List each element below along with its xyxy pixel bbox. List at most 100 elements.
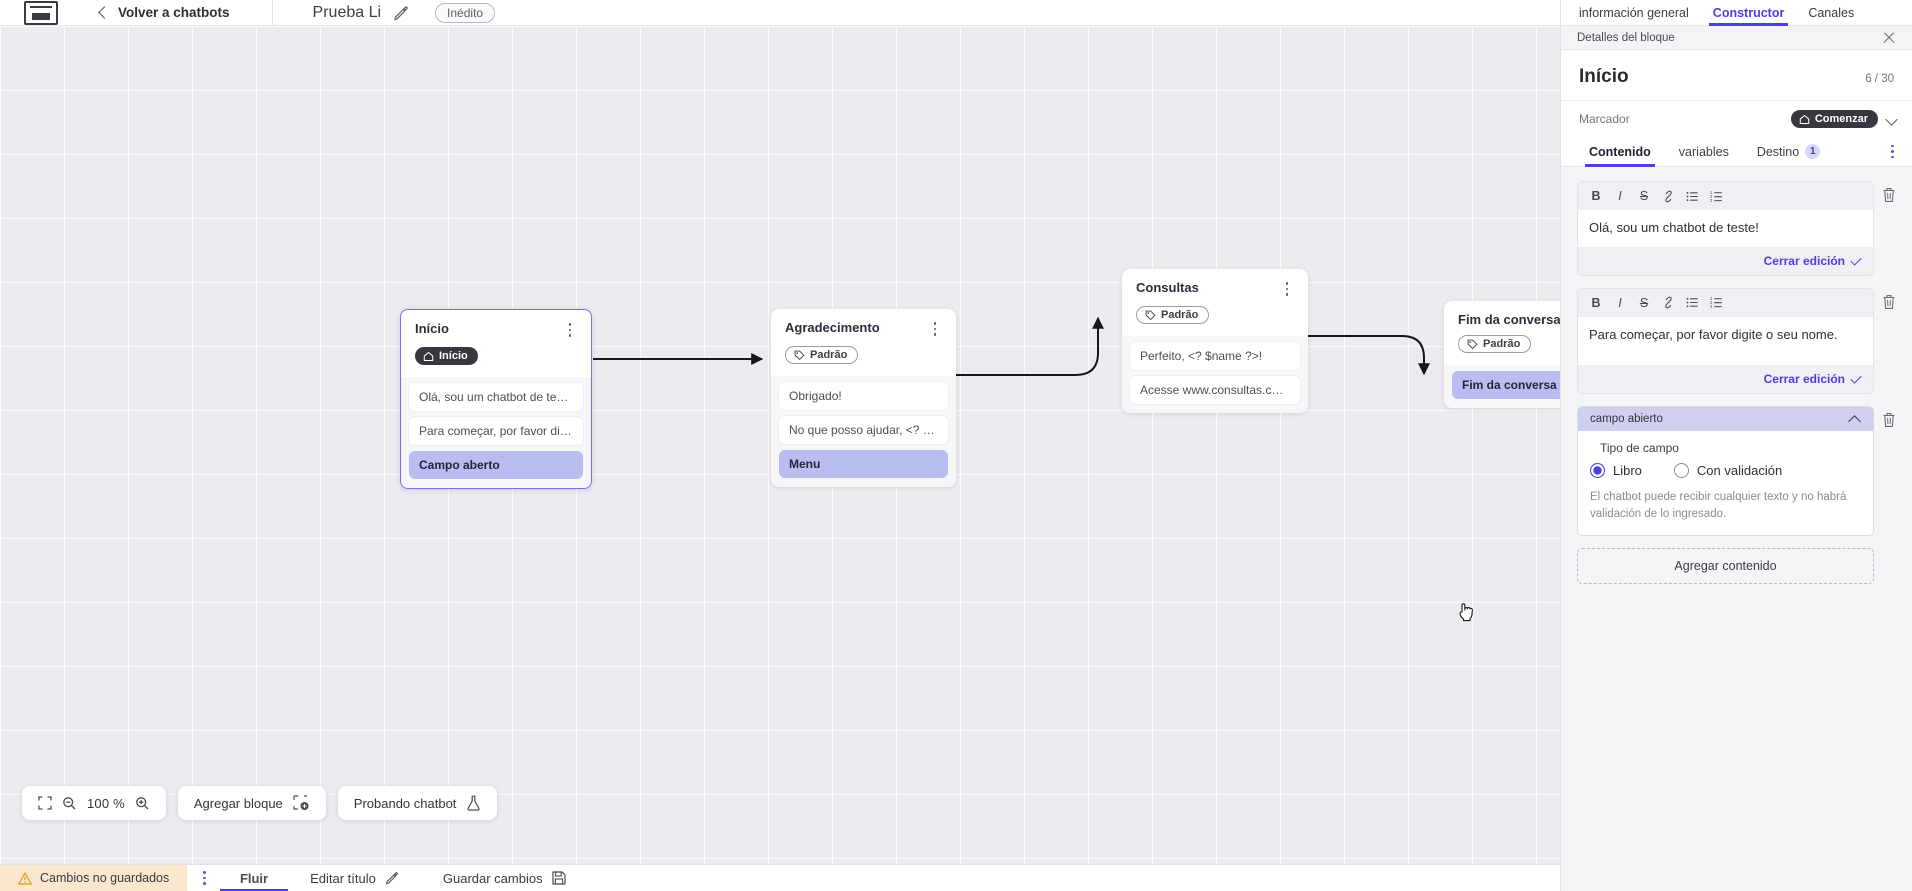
node-tag[interactable]: Início <box>415 347 478 365</box>
node-message[interactable]: Olá, sou um chatbot de teste! <box>409 382 583 411</box>
close-edit-row[interactable]: Cerrar edición <box>1578 365 1873 393</box>
chevron-left-icon[interactable] <box>96 6 110 20</box>
zoom-in-icon[interactable] <box>135 796 150 811</box>
flow-node-inicio[interactable]: Início Início Olá, sou um chatbot de tes… <box>400 309 592 489</box>
chevron-down-icon[interactable] <box>1886 113 1898 125</box>
edit-title-button[interactable]: Editar título <box>288 865 421 891</box>
bold-button[interactable]: B <box>1591 189 1601 203</box>
panel-title-row: Início 6 / 30 <box>1561 50 1912 101</box>
radio-libro[interactable]: Libro <box>1590 462 1642 478</box>
destino-count-badge: 1 <box>1805 144 1821 159</box>
node-tag[interactable]: Padrão <box>785 346 859 364</box>
bullet-list-icon[interactable] <box>1680 186 1704 206</box>
node-tag-label: Padrão <box>810 349 848 361</box>
node-tag-label: Padrão <box>1161 309 1199 321</box>
ordered-list-icon[interactable]: 1 2 3 <box>1704 293 1728 313</box>
close-edit-row[interactable]: Cerrar edición <box>1578 247 1873 275</box>
zoom-controls: 100 % <box>22 786 166 820</box>
node-message[interactable]: Menu <box>779 449 948 478</box>
app-logo-icon[interactable] <box>24 0 58 25</box>
field-help-text: El chatbot puede recibir cualquier texto… <box>1590 490 1847 520</box>
back-to-chatbots-link[interactable]: Volver a chatbots <box>118 5 230 20</box>
node-tag[interactable]: Padrão <box>1458 335 1532 353</box>
node-message[interactable]: Perfeito, <? $name ?>! <box>1130 341 1300 370</box>
tab-variables[interactable]: variables <box>1665 137 1743 167</box>
fit-screen-icon[interactable] <box>38 796 52 810</box>
kebab-menu-icon[interactable] <box>1280 280 1294 298</box>
node-message[interactable]: Acesse www.consultas.com par... <box>1130 375 1300 404</box>
trash-icon[interactable] <box>1882 294 1896 310</box>
bottom-status-bar: Cambios no guardados Fluir Editar título… <box>0 864 1560 891</box>
rich-text-toolbar: B I S <box>1578 288 1873 317</box>
node-header: Início <box>401 310 591 339</box>
tab-canales[interactable]: Canales <box>1808 5 1855 20</box>
link-icon[interactable] <box>1656 293 1680 313</box>
flow-node-fim-da-conversa[interactable]: Fim da conversa Padrão Fim da conversa <box>1444 301 1560 408</box>
svg-text:3: 3 <box>1710 304 1713 309</box>
divider <box>271 0 273 26</box>
tab-contenido[interactable]: Contenido <box>1575 137 1665 167</box>
italic-button[interactable]: I <box>1618 295 1622 310</box>
add-block-label: Agregar bloque <box>193 795 283 811</box>
italic-button[interactable]: I <box>1618 189 1622 203</box>
test-chatbot-button[interactable]: Probando chatbot <box>337 786 498 820</box>
test-chatbot-label: Probando chatbot <box>353 795 457 811</box>
status-badge: Inédito <box>435 2 496 23</box>
strikethrough-button[interactable]: S <box>1639 295 1649 310</box>
close-edit-label: Cerrar edición <box>1763 253 1845 268</box>
panel-subheader-label: Detalles del bloque <box>1577 31 1675 44</box>
marker-value-group: Comenzar <box>1790 110 1898 128</box>
panel-subheader: Detalles del bloque <box>1561 26 1912 50</box>
open-field-block: campo abierto Tipo de campo Libro <box>1577 405 1874 537</box>
svg-text:3: 3 <box>1710 197 1713 202</box>
radio-con-validacion[interactable]: Con validación <box>1673 462 1783 478</box>
kebab-menu-icon[interactable] <box>563 321 577 339</box>
close-icon[interactable] <box>1882 31 1896 45</box>
marker-row: Marcador Comenzar <box>1561 101 1912 137</box>
node-message[interactable]: Campo aberto <box>409 450 583 479</box>
bullet-list-icon[interactable] <box>1680 293 1704 313</box>
flow-node-consultas[interactable]: Consultas Padrão Perfeito, <? $name ?>! … <box>1122 269 1308 413</box>
marker-value-chip[interactable]: Comenzar <box>1790 110 1878 128</box>
trash-icon[interactable] <box>1882 187 1896 203</box>
node-message[interactable]: Fim da conversa <box>1452 370 1560 399</box>
tab-fluir[interactable]: Fluir <box>219 865 289 891</box>
field-type-options: Libro Con validación <box>1590 462 1861 478</box>
bot-title: Prueba Li <box>312 3 382 21</box>
link-icon[interactable] <box>1656 186 1680 206</box>
tab-destino[interactable]: Destino 1 <box>1743 137 1834 167</box>
content-text[interactable]: Para começar, por favor digite o seu nom… <box>1578 316 1873 365</box>
pencil-icon[interactable] <box>393 5 409 21</box>
kebab-menu-icon[interactable] <box>1885 143 1900 160</box>
node-tag-row: Padrão <box>1444 327 1560 365</box>
ordered-list-icon[interactable]: 1 2 3 <box>1704 186 1728 206</box>
strikethrough-button[interactable]: S <box>1639 189 1649 203</box>
bold-button[interactable]: B <box>1591 295 1601 310</box>
tab-informacion-general[interactable]: información general <box>1579 5 1689 20</box>
add-content-button[interactable]: Agregar contenido <box>1577 548 1874 585</box>
kebab-menu-icon[interactable] <box>928 320 942 338</box>
chevron-up-icon[interactable] <box>1849 413 1861 425</box>
marker-value-label: Comenzar <box>1814 113 1868 125</box>
trash-icon[interactable] <box>1882 412 1896 428</box>
node-message[interactable]: Obrigado! <box>779 381 948 410</box>
node-title: Agradecimento <box>785 320 880 335</box>
node-message[interactable]: No que posso ajudar, <? $name ... <box>779 415 948 444</box>
node-messages: Perfeito, <? $name ?>! Acesse www.consul… <box>1122 335 1308 413</box>
field-block-header[interactable]: campo abierto <box>1578 406 1873 431</box>
flow-canvas[interactable]: Início Início Olá, sou um chatbot de tes… <box>0 26 1560 865</box>
edit-title-label: Editar título <box>310 870 376 886</box>
content-text[interactable]: Olá, sou um chatbot de teste! <box>1578 210 1873 247</box>
marker-label: Marcador <box>1579 112 1630 126</box>
zoom-out-icon[interactable] <box>62 796 77 811</box>
node-header: Consultas <box>1122 269 1308 298</box>
radio-con-validacion-label: Con validación <box>1696 462 1783 478</box>
tab-constructor[interactable]: Constructor <box>1701 0 1797 26</box>
kebab-menu-icon[interactable] <box>187 865 220 891</box>
node-messages: Obrigado! No que posso ajudar, <? $name … <box>771 375 956 487</box>
flow-node-agradecimento[interactable]: Agradecimento Padrão Obrigado! No que po… <box>771 309 956 487</box>
add-block-button[interactable]: Agregar bloque <box>177 786 326 820</box>
save-changes-button[interactable]: Guardar cambios <box>421 865 588 891</box>
node-message[interactable]: Para começar, por favor digite o ... <box>409 416 583 445</box>
node-tag[interactable]: Padrão <box>1136 306 1210 324</box>
